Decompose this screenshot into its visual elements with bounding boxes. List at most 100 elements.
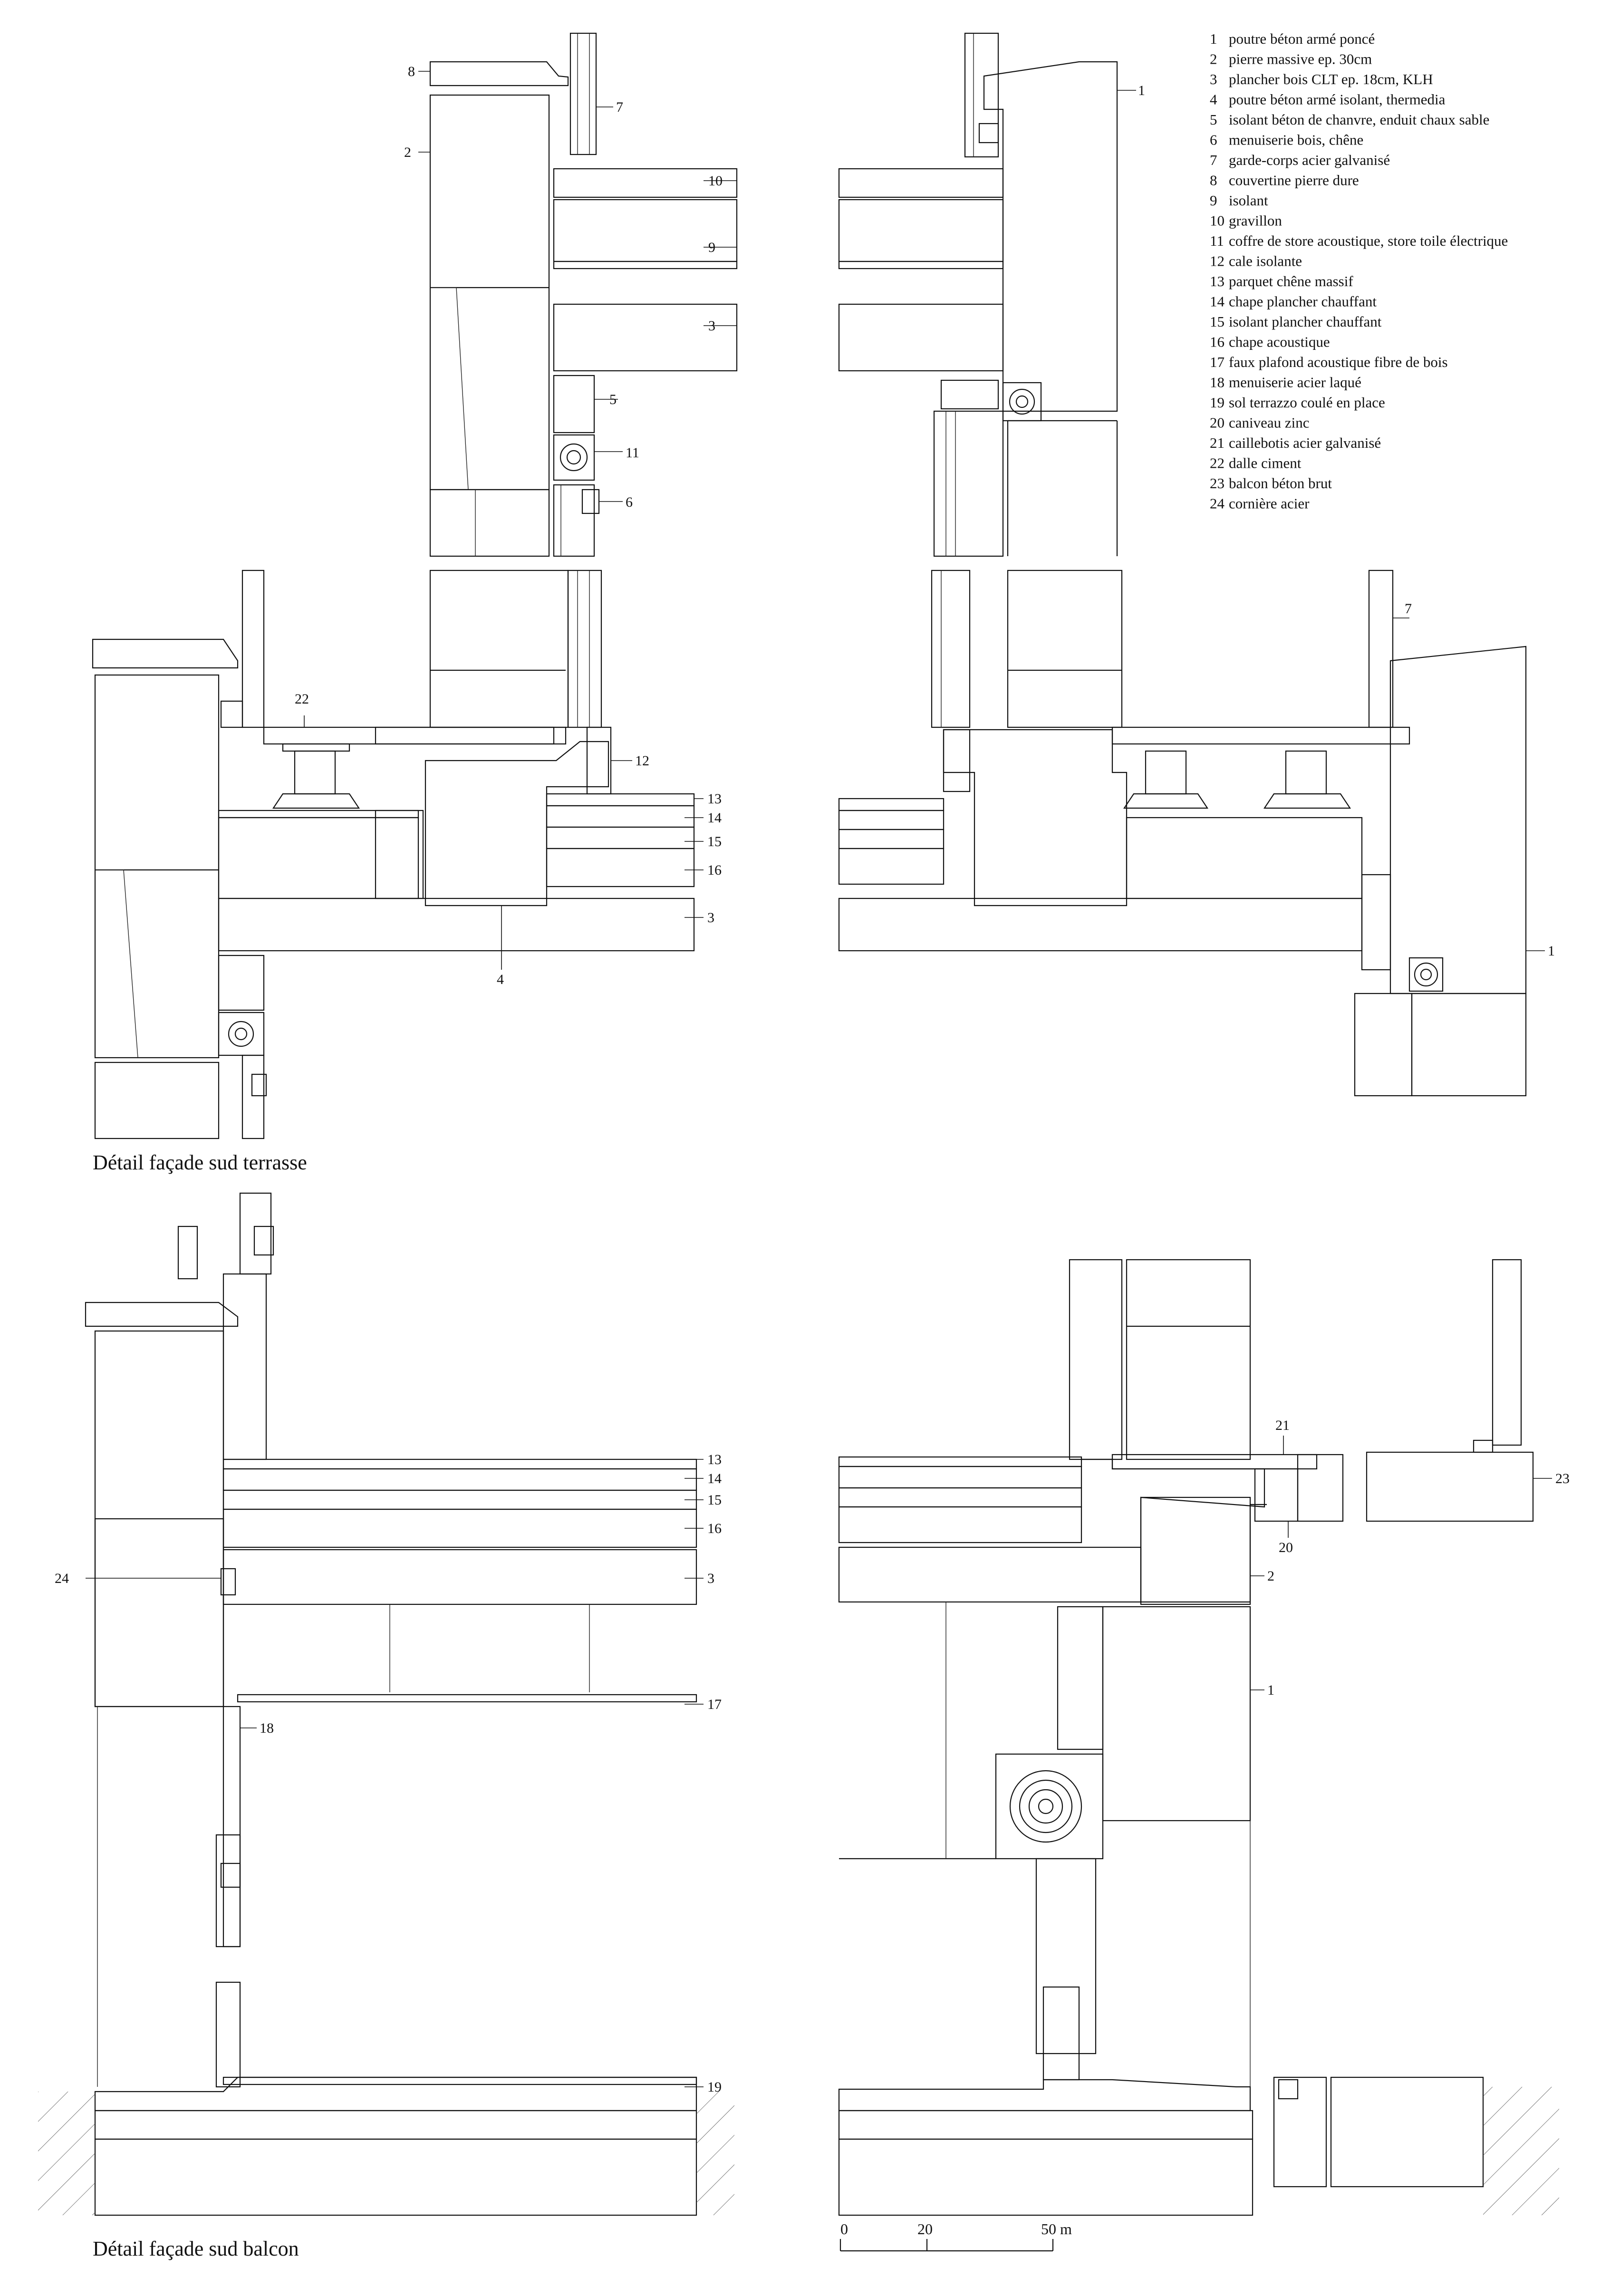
legend-number: 10	[1210, 212, 1225, 229]
legend-text: chape acoustique	[1229, 334, 1330, 350]
legend-text: caillebotis acier galvanisé	[1229, 434, 1381, 451]
legend-text: poutre béton armé poncé	[1229, 30, 1375, 47]
legend-text: isolant	[1229, 192, 1268, 209]
legend-text: isolant béton de chanvre, enduit chaux s…	[1229, 111, 1489, 128]
legend-text: cale isolante	[1229, 253, 1302, 270]
legend-item: 5 isolant béton de chanvre, enduit chaux …	[1210, 111, 1489, 128]
legend-text: poutre béton armé isolant, thermedia	[1229, 91, 1446, 108]
legend-text: couvertine pierre dure	[1229, 172, 1359, 189]
label-13: 13	[707, 791, 722, 807]
legend-number: 23	[1210, 475, 1225, 492]
legend-number: 21	[1210, 434, 1225, 451]
scale-label-0: 0	[840, 2220, 848, 2238]
detail-a: 8 7 2 10 9 3 5 11 6	[404, 32, 738, 557]
legend-number: 5	[1210, 111, 1217, 128]
label-24: 24	[55, 1571, 69, 1586]
legend-text: menuiserie acier laqué	[1229, 374, 1361, 391]
legend-number: 19	[1210, 394, 1225, 411]
legend-text: parquet chêne massif	[1229, 273, 1353, 289]
label-16b: 16	[707, 1521, 722, 1536]
label-1c: 1	[1267, 1682, 1274, 1698]
label-10: 10	[708, 173, 723, 189]
legend-text: menuiserie bois, chêne	[1229, 132, 1363, 148]
label-3c: 3	[707, 1571, 714, 1586]
legend-item: 7 garde-corps acier galvanisé	[1210, 152, 1390, 168]
legend-number: 15	[1210, 313, 1225, 330]
detail-b: 1	[838, 32, 1145, 557]
legend-number: 7	[1210, 152, 1217, 168]
label-19: 19	[707, 2079, 722, 2095]
label-7b: 7	[1405, 601, 1412, 617]
scale-bar: 0 20 50 m	[839, 2220, 1072, 2252]
label-5: 5	[609, 392, 617, 407]
legend-text: garde-corps acier galvanisé	[1229, 152, 1390, 168]
legend-text: gravillon	[1229, 212, 1282, 229]
label-16: 16	[707, 862, 722, 878]
label-4: 4	[497, 972, 504, 987]
legend-number: 11	[1210, 232, 1224, 249]
legend-number: 12	[1210, 253, 1225, 270]
legend-number: 22	[1210, 455, 1225, 472]
label-15b: 15	[707, 1492, 722, 1508]
caption-terrasse: Détail façade sud terrasse	[93, 1151, 307, 1174]
legend-number: 8	[1210, 172, 1217, 189]
legend-item: 1 poutre béton armé poncé	[1210, 30, 1375, 47]
label-15: 15	[707, 834, 722, 849]
label-2: 2	[404, 145, 411, 160]
label-14b: 14	[707, 1471, 722, 1486]
label-22: 22	[295, 691, 309, 707]
label-3b: 3	[707, 910, 714, 926]
label-1: 1	[1138, 83, 1145, 98]
label-6: 6	[626, 494, 633, 510]
legend-number: 13	[1210, 273, 1225, 289]
label-11: 11	[626, 445, 639, 461]
label-12: 12	[635, 753, 649, 769]
legend-item: 8 couvertine pierre dure	[1210, 172, 1359, 189]
detail-f: 21 23 20 2 1	[838, 1259, 1570, 2216]
label-14: 14	[707, 810, 722, 826]
legend-item: 6 menuiserie bois, chêne	[1210, 132, 1363, 148]
legend-number: 20	[1210, 415, 1225, 431]
legend-text: pierre massive ep. 30cm	[1229, 51, 1372, 68]
label-9: 9	[708, 240, 715, 255]
label-18: 18	[260, 1720, 274, 1736]
scale-label-50: 50 m	[1041, 2220, 1072, 2238]
legend-number: 3	[1210, 71, 1217, 87]
legend-number: 18	[1210, 374, 1225, 391]
detail-c: 22 12 13 14 15 16 3 4	[92, 569, 722, 1139]
caption-balcon: Détail façade sud balcon	[93, 2237, 299, 2260]
label-3: 3	[708, 318, 715, 334]
legend-text: chape plancher chauffant	[1229, 293, 1377, 310]
legend-text: isolant plancher chauffant	[1229, 313, 1382, 330]
legend-number: 14	[1210, 293, 1225, 310]
legend-number: 16	[1210, 334, 1225, 350]
legend-text: sol terrazzo coulé en place	[1229, 394, 1385, 411]
legend-number: 6	[1210, 132, 1217, 148]
legend-text: dalle ciment	[1229, 455, 1302, 472]
legend-number: 1	[1210, 30, 1217, 47]
label-21: 21	[1275, 1418, 1290, 1433]
label-7: 7	[616, 99, 623, 115]
label-1b: 1	[1548, 943, 1555, 959]
detail-e: 13 14 15 16 3 24 17 18 19	[38, 1192, 734, 2216]
